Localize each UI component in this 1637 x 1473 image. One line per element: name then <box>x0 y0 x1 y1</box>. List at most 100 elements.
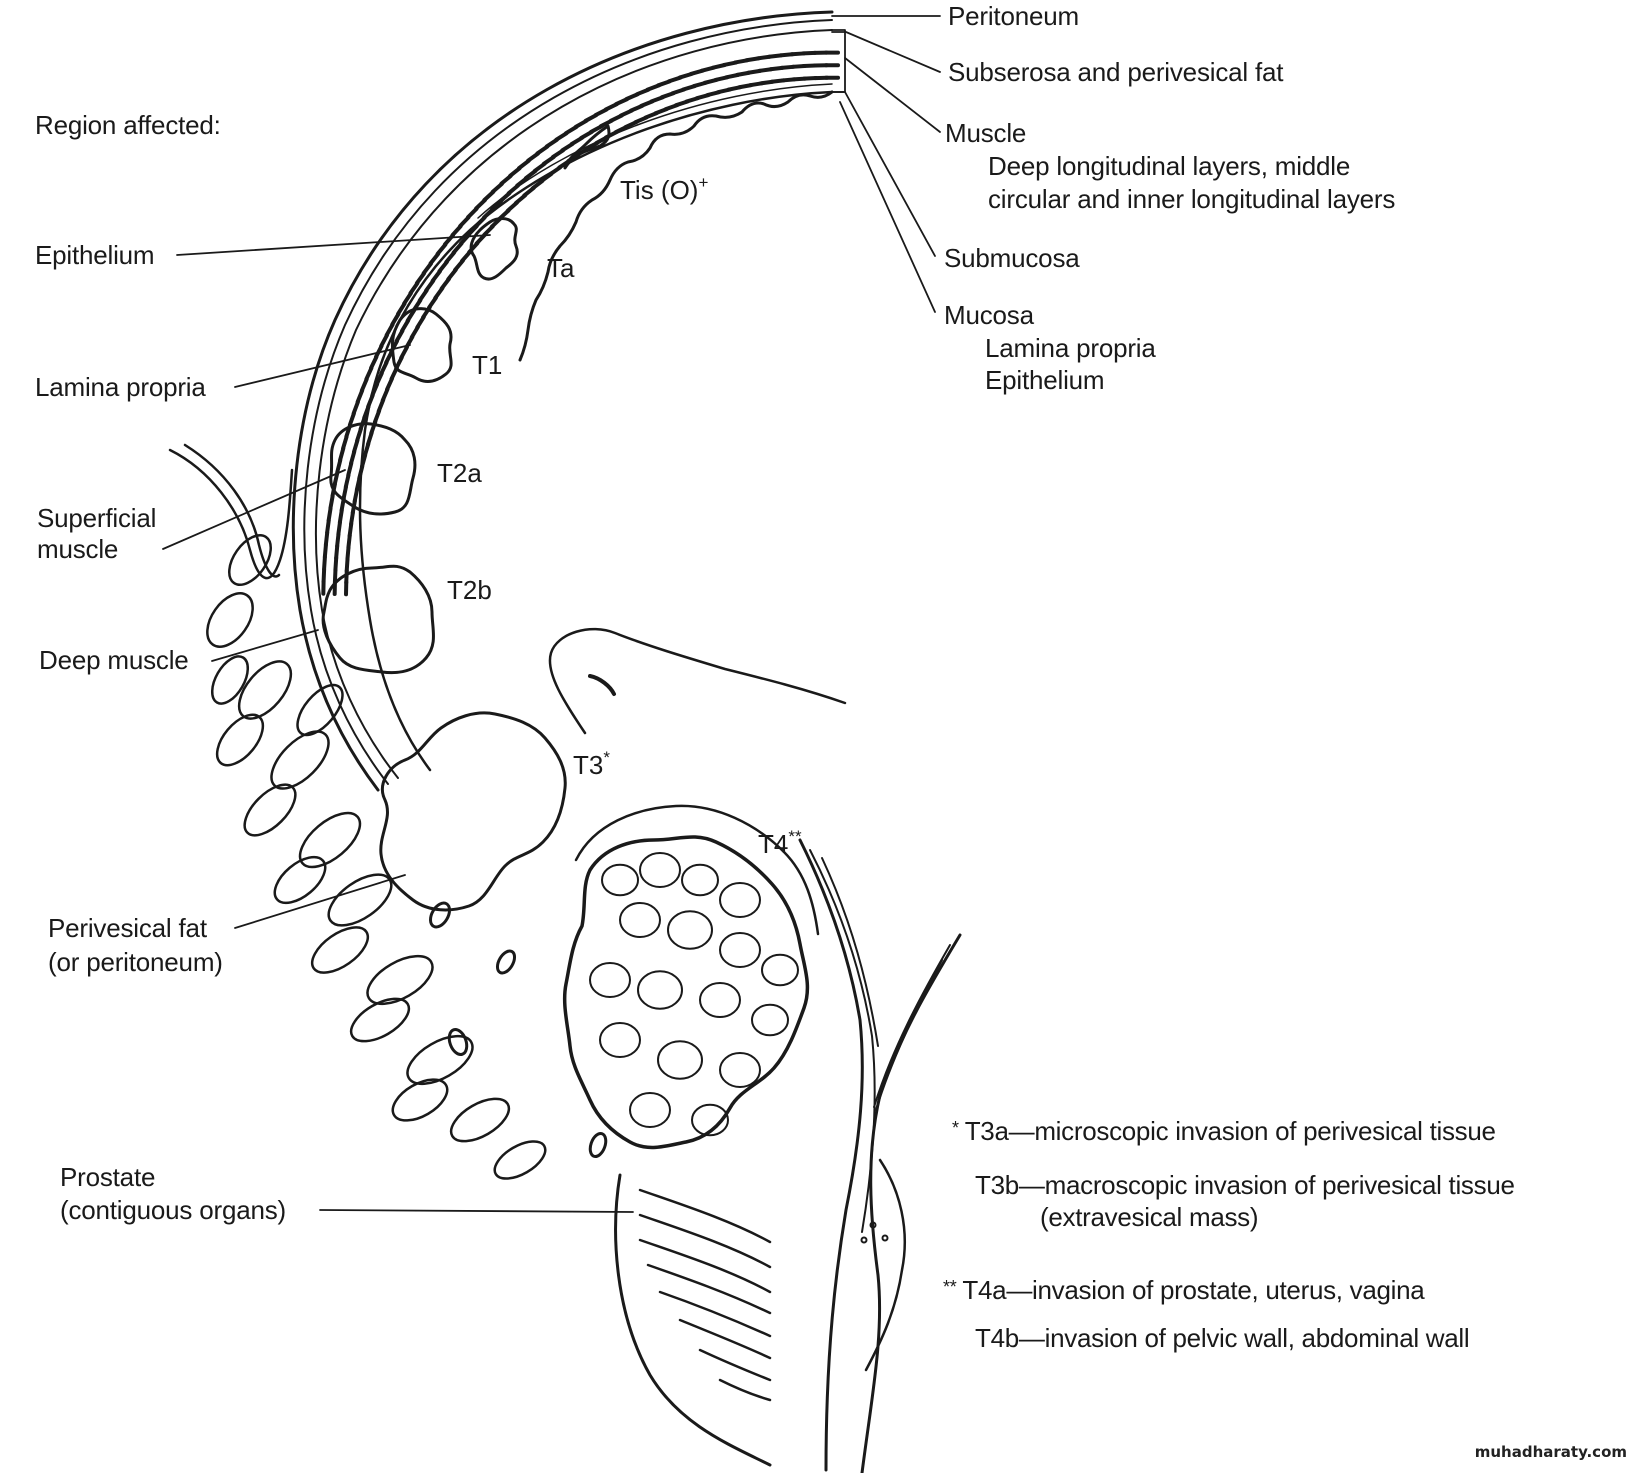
hatch-mark <box>321 567 327 584</box>
tumour-t2b <box>321 564 435 675</box>
footnote-t4a: **T4a—invasion of prostate, uterus, vagi… <box>943 1272 1425 1305</box>
tumour-lobule <box>601 863 639 897</box>
hatch-mark <box>384 322 395 338</box>
layer-label-submucosa: Submucosa <box>944 243 1080 273</box>
stage-tis-text: Tis (O) <box>620 175 699 205</box>
tumour-lobule <box>629 1092 671 1128</box>
footnote-t3b-cont: (extravesical mass) <box>1040 1202 1259 1232</box>
pelvic-floor-fibers <box>798 838 962 1473</box>
stage-t4-mark: ** <box>788 827 802 846</box>
footnote-t4a-text: T4a—invasion of prostate, uterus, vagina <box>962 1275 1425 1305</box>
fat-lobule <box>349 997 411 1043</box>
fat-lobule <box>406 1034 474 1086</box>
region-label-epithelium: Epithelium <box>35 240 155 270</box>
tumour-t4-capsule <box>574 804 820 936</box>
hatch-mark <box>328 494 335 511</box>
tumour-t1 <box>390 307 453 383</box>
region-affected-heading: Region affected: <box>35 110 221 140</box>
layer-detail-epithelium: Epithelium <box>985 365 1105 395</box>
hatch-mark <box>359 377 369 393</box>
region-label-superficial-muscle-2: muscle <box>37 534 119 564</box>
tumour-lobule <box>639 852 681 888</box>
fat-lobule <box>228 534 272 586</box>
layer-detail-muscle-1: Deep longitudinal layers, middle <box>988 151 1351 181</box>
tumour-lobule <box>699 982 741 1018</box>
tumour-lobule <box>667 910 713 950</box>
hatch-mark <box>396 301 407 316</box>
vessels <box>429 901 608 1159</box>
region-label-deep-muscle: Deep muscle <box>39 645 189 675</box>
region-label-perivesical-fat-2: (or peritoneum) <box>48 947 223 977</box>
region-label-perivesical-fat-1: Perivesical fat <box>48 913 207 943</box>
fat-lobule <box>449 1097 511 1143</box>
hatch-mark <box>414 271 427 286</box>
hatch-mark <box>335 458 343 475</box>
stage-label-t4: T4** <box>758 822 802 859</box>
layer-label-muscle: Muscle <box>945 118 1027 148</box>
prostate-striations <box>614 1173 772 1467</box>
stage-label-ta: Ta <box>547 253 575 283</box>
footnote-t4b: T4b—invasion of pelvic wall, abdominal w… <box>975 1323 1470 1353</box>
hatch-mark <box>379 333 389 348</box>
watermark: muhadharaty.com <box>1474 1443 1627 1461</box>
tumour-lobules <box>589 852 799 1137</box>
fat-lobule <box>298 811 362 869</box>
hatch-mark <box>325 518 331 535</box>
footnote-t3a-text: T3a—microscopic invasion of perivesical … <box>964 1116 1496 1146</box>
hatch-mark <box>369 355 379 370</box>
hatch-mark <box>355 388 365 404</box>
tumour-lobule <box>761 953 799 987</box>
layer-detail-lamina-propria: Lamina propria <box>985 333 1156 363</box>
layer-detail-muscle-2: circular and inner longitudinal layers <box>988 184 1396 214</box>
tumour-t2a <box>329 422 417 516</box>
tumour-t3 <box>379 711 567 912</box>
region-label-superficial-muscle-1: Superficial <box>37 503 157 533</box>
stage-t3-text: T3 <box>573 750 604 780</box>
mucosal-surface <box>518 90 834 362</box>
hatch-mark <box>323 530 330 547</box>
abdominal-wall-loop <box>168 448 294 580</box>
fat-lobule <box>215 713 265 767</box>
leader-lines <box>162 15 941 1213</box>
tumour-lobule <box>691 1103 729 1137</box>
layer-label-mucosa: Mucosa <box>944 300 1034 330</box>
fat-lobule <box>366 954 434 1006</box>
fat-lobule <box>206 592 254 648</box>
hatch-mark <box>347 411 356 427</box>
hatch-mark <box>322 555 327 572</box>
fat-lobule <box>270 730 330 790</box>
tumour-tis <box>563 124 611 170</box>
tumour-t4 <box>562 835 810 1150</box>
footnote-t4a-marker: ** <box>943 1277 957 1297</box>
fat-lobule <box>391 1078 449 1122</box>
tumour-lobule <box>751 1003 789 1037</box>
hatch-mark <box>341 434 349 451</box>
tumour-lobule <box>619 902 661 938</box>
hatch-mark <box>338 446 346 463</box>
hatch-mark <box>351 400 360 416</box>
hatch-mark <box>364 366 374 382</box>
muscle-layer-hatching <box>321 50 840 597</box>
region-label-prostate-1: Prostate <box>60 1162 156 1192</box>
fat-lobule <box>273 855 327 905</box>
layer-label-peritoneum: Peritoneum <box>948 1 1079 31</box>
peritoneal-fold <box>548 627 847 735</box>
tumour-lobule <box>719 882 761 918</box>
region-label-lamina-propria: Lamina propria <box>35 372 206 402</box>
tumour-lobule <box>719 932 761 968</box>
stage-t3-mark: * <box>603 748 610 767</box>
fat-lobule <box>493 1140 547 1180</box>
tumour-lobule <box>637 970 683 1010</box>
fat-lobule <box>210 655 250 705</box>
hatch-mark <box>402 291 413 306</box>
hatch-mark <box>326 506 333 523</box>
hatch-mark <box>332 568 338 585</box>
footnote-t3b: T3b—macroscopic invasion of perivesical … <box>975 1170 1515 1200</box>
bladder-wall-outer-layers <box>291 10 834 792</box>
layer-label-subserosa: Subserosa and perivesical fat <box>948 57 1284 87</box>
tumour-lobule <box>599 1022 641 1058</box>
tumour-lobule <box>589 962 631 998</box>
stage-label-tis: Tis (O)+ <box>620 168 708 205</box>
hatch-mark <box>374 344 384 359</box>
